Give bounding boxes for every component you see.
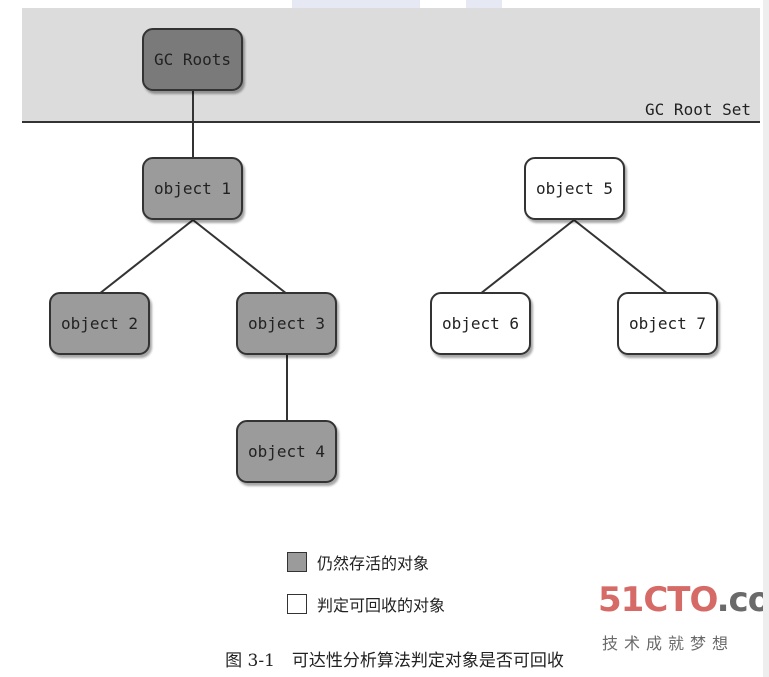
watermark-logo-part-a: 51CTO — [598, 580, 718, 620]
legend-item-collectable: 判定可回收的对象 — [287, 592, 445, 616]
node-gc-roots-label: GC Roots — [153, 50, 232, 69]
edge-object1-object3 — [192, 219, 288, 295]
node-object-7-label: object 7 — [628, 314, 707, 333]
node-object-3-label: object 3 — [247, 314, 326, 333]
gc-root-set-divider — [22, 121, 760, 123]
node-object-4-label: object 4 — [247, 442, 326, 461]
legend-label-alive: 仍然存活的对象 — [317, 554, 430, 573]
edge-object1-object2 — [98, 219, 194, 295]
right-edge-border — [763, 0, 769, 677]
edge-object5-object7 — [573, 219, 669, 295]
top-tab-decoration — [466, 0, 502, 8]
node-gc-roots: GC Roots — [142, 28, 243, 91]
figure-caption: 图 3-1 可达性分析算法判定对象是否可回收 — [225, 651, 564, 671]
edge-object5-object6 — [479, 219, 575, 295]
node-object-1-label: object 1 — [153, 179, 232, 198]
watermark-subtitle: 技术成就梦想 — [602, 634, 735, 653]
node-object-5: object 5 — [524, 157, 625, 220]
node-object-1: object 1 — [142, 157, 243, 220]
node-object-2: object 2 — [49, 292, 150, 355]
node-object-6-label: object 6 — [441, 314, 520, 333]
legend-label-collectable: 判定可回收的对象 — [317, 596, 446, 615]
watermark-logo-part-b: .com — [716, 580, 769, 620]
gc-root-set-label: GC Root Set — [645, 100, 751, 119]
watermark-logo: 51CTO.com — [598, 580, 769, 620]
node-object-2-label: object 2 — [60, 314, 139, 333]
legend-swatch-collectable — [287, 594, 307, 614]
node-object-7: object 7 — [617, 292, 718, 355]
node-object-4: object 4 — [236, 420, 337, 483]
node-object-5-label: object 5 — [535, 179, 614, 198]
legend-item-alive: 仍然存活的对象 — [287, 550, 429, 574]
legend-swatch-alive — [287, 552, 307, 572]
top-tab-decoration — [292, 0, 420, 8]
node-object-6: object 6 — [430, 292, 531, 355]
node-object-3: object 3 — [236, 292, 337, 355]
